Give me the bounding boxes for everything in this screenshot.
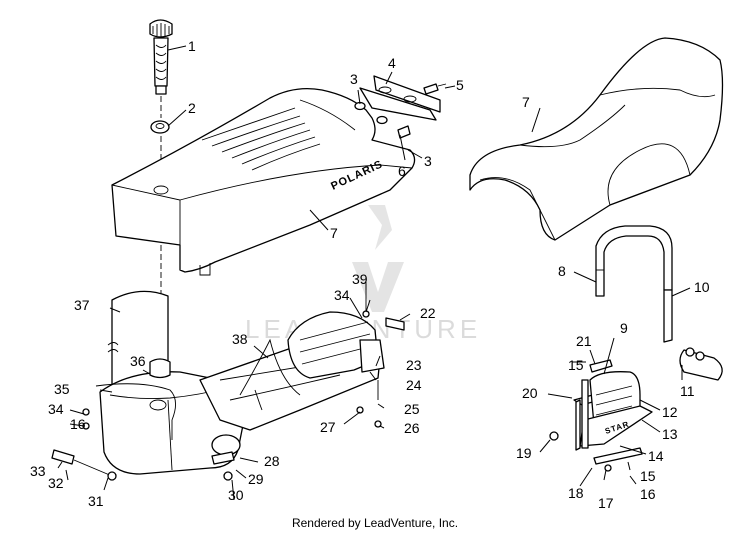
callout-25: 25 [404,401,420,417]
callout-37: 37 [74,297,90,313]
callout-7: 7 [522,94,530,110]
callout-19: 19 [516,445,532,461]
callout-32: 32 [48,475,64,491]
fuel-cap-part [149,19,173,95]
callout-30: 30 [228,487,244,503]
callout-13: 13 [662,426,678,442]
callout-3: 3 [424,153,432,169]
callout-6: 6 [398,163,406,179]
callout-9: 9 [620,320,628,336]
callout-34: 34 [48,401,64,417]
callout-4: 4 [388,55,396,71]
callout-39: 39 [352,271,368,287]
callout-38: 38 [232,331,248,347]
taillight-part [679,347,723,381]
seat-cover-left: POLARIS [111,87,416,276]
fastener-parts [356,282,405,428]
callout-18: 18 [568,485,584,501]
callout-31: 31 [88,493,104,509]
callout-15: 15 [568,357,584,373]
callout-29: 29 [248,471,264,487]
callout-3: 3 [350,71,358,87]
grommet-part [150,120,170,134]
callout-12: 12 [662,404,678,420]
callout-34: 34 [334,287,350,303]
snow-flap-assembly: STAR [549,359,653,472]
callout-28: 28 [264,453,280,469]
footer-credit: Rendered by LeadVenture, Inc. [291,516,459,530]
callout-23: 23 [406,357,422,373]
callout-33: 33 [30,463,46,479]
callout-2: 2 [188,100,196,116]
callout-8: 8 [558,263,566,279]
seat-frame-part [287,311,385,379]
callout-26: 26 [404,420,420,436]
callout-27: 27 [320,419,336,435]
callout-1: 1 [188,38,196,54]
grab-bar-parts [595,225,673,343]
seat-cushion-right [469,37,724,241]
callout-10: 10 [694,279,710,295]
callout-11: 11 [680,383,695,399]
callout-20: 20 [522,385,538,401]
callout-14: 14 [648,448,664,464]
callout-36: 36 [130,353,146,369]
callout-5: 5 [456,77,464,93]
callout-16: 16 [70,416,86,432]
callout-21: 21 [576,333,592,349]
callout-22: 22 [420,305,436,321]
rear-bracket-parts [354,75,447,139]
callout-labels: 1 2 3 3 4 5 6 7 7 8 9 10 11 12 13 14 15 … [30,38,710,511]
fuel-hose-parts [51,383,235,481]
callout-7: 7 [330,225,338,241]
leader-lines [57,45,691,501]
callout-16: 16 [640,486,656,502]
callout-15: 15 [640,468,656,484]
callout-17: 17 [598,495,614,511]
callout-24: 24 [406,377,422,393]
callout-35: 35 [54,381,70,397]
